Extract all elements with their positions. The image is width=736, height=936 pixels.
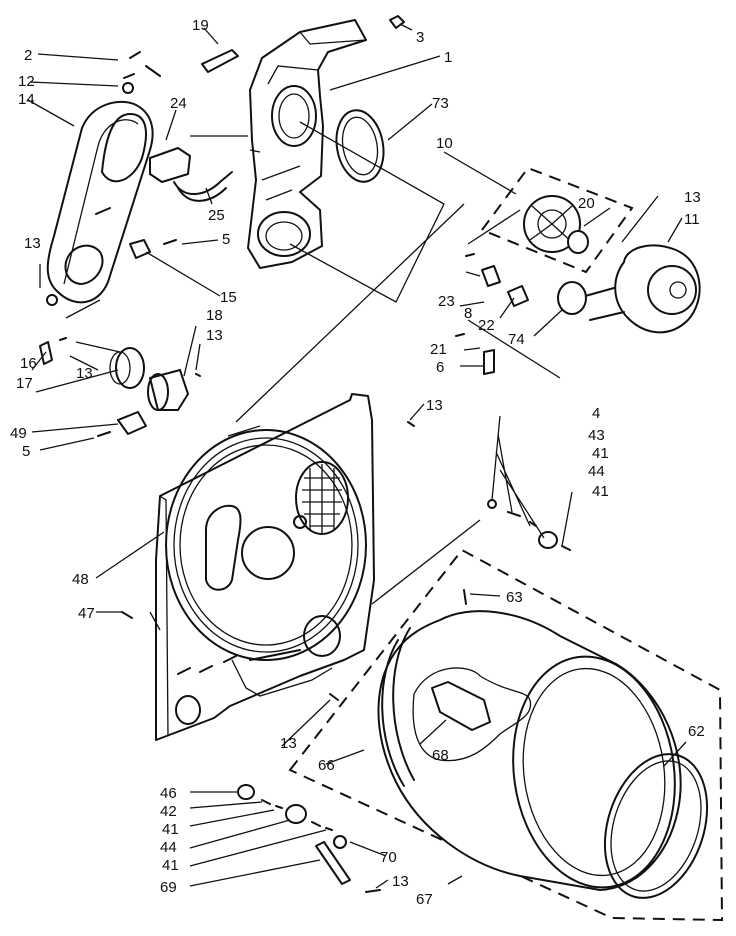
callout-24: 24 xyxy=(170,95,187,112)
callout-41-a: 41 xyxy=(592,445,609,462)
small-nut xyxy=(389,15,405,29)
callout-49: 49 xyxy=(10,425,27,442)
callout-73: 73 xyxy=(432,95,449,112)
callout-25: 25 xyxy=(208,207,225,224)
callout-18: 18 xyxy=(206,307,223,324)
callout-43: 43 xyxy=(588,427,605,444)
callout-21: 21 xyxy=(430,341,447,358)
callout-13-blower: 13 xyxy=(684,189,701,206)
callout-4: 4 xyxy=(592,405,600,422)
callout-1: 1 xyxy=(444,49,452,66)
callout-19: 19 xyxy=(192,17,209,34)
lint-housing xyxy=(46,100,154,306)
callout-2: 2 xyxy=(24,47,32,64)
callout-46: 46 xyxy=(160,785,177,802)
callout-5-lower: 5 xyxy=(22,443,30,460)
callout-8: 8 xyxy=(464,305,472,322)
callout-62: 62 xyxy=(688,723,705,740)
drum-seal xyxy=(603,753,709,899)
callout-labels: 19 2 12 14 24 25 5 3 1 73 10 20 13 11 13… xyxy=(10,17,705,908)
callout-6: 6 xyxy=(436,359,444,376)
callout-3: 3 xyxy=(416,29,424,46)
small-clip xyxy=(201,49,239,73)
callout-13-bracket: 13 xyxy=(76,365,93,382)
callout-66: 66 xyxy=(318,757,335,774)
phantom-lines xyxy=(227,121,481,605)
callout-47: 47 xyxy=(78,605,95,622)
blower-housing xyxy=(557,244,701,334)
callout-68: 68 xyxy=(432,747,449,764)
callout-44-b: 44 xyxy=(160,839,177,856)
callout-17: 17 xyxy=(16,375,33,392)
callout-42: 42 xyxy=(160,803,177,820)
motor-parts-left xyxy=(39,239,189,437)
callout-63: 63 xyxy=(506,589,523,606)
callout-5-upper: 5 xyxy=(222,231,230,248)
callout-11: 11 xyxy=(684,211,700,228)
duct-gasket xyxy=(335,109,385,183)
screw-set-top xyxy=(122,51,161,94)
callout-22: 22 xyxy=(478,317,495,334)
callout-69: 69 xyxy=(160,879,177,896)
roller-parts-lower xyxy=(121,373,467,893)
callout-41-c: 41 xyxy=(162,821,179,838)
callout-44-a: 44 xyxy=(588,463,605,480)
roller-parts-upper xyxy=(487,499,571,551)
callout-20: 20 xyxy=(578,195,595,212)
callout-15: 15 xyxy=(220,289,237,306)
callout-74: 74 xyxy=(508,331,525,348)
callout-10: 10 xyxy=(436,135,453,152)
bulkhead-panel xyxy=(155,393,375,741)
exhaust-duct-panel xyxy=(247,19,367,269)
callout-12: 12 xyxy=(18,73,35,90)
dryer-drum xyxy=(377,610,682,891)
callout-13-bottom: 13 xyxy=(280,735,297,752)
callout-23: 23 xyxy=(438,293,455,310)
leader-lines xyxy=(27,23,687,889)
callout-70: 70 xyxy=(380,849,397,866)
callout-14: 14 xyxy=(18,91,35,108)
callout-16: 16 xyxy=(20,355,37,372)
callout-41-b: 41 xyxy=(592,483,609,500)
thermostat-hose xyxy=(149,135,261,202)
blower-small-parts xyxy=(455,209,561,379)
callout-48: 48 xyxy=(72,571,89,588)
callout-13-bulkhead: 13 xyxy=(426,397,443,414)
callout-13-motor: 13 xyxy=(206,327,223,344)
blower-wheel-box xyxy=(480,166,634,274)
drum-box xyxy=(288,548,724,922)
callout-13-housing: 13 xyxy=(24,235,41,252)
callout-13-roller: 13 xyxy=(392,873,409,890)
callout-67: 67 xyxy=(416,891,433,908)
callout-41-d: 41 xyxy=(162,857,179,874)
